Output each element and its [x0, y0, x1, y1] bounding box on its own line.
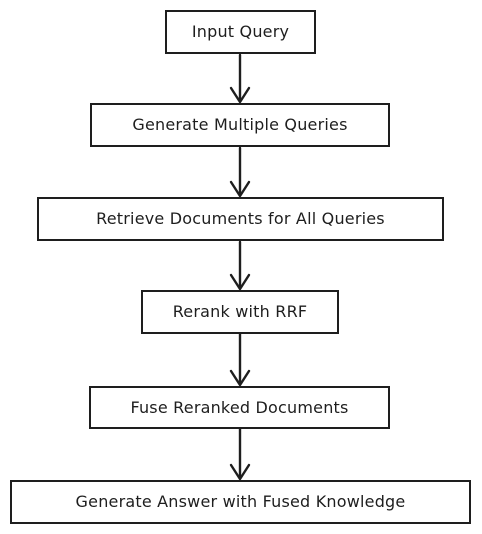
- node-generate-multiple-queries: Generate Multiple Queries: [90, 103, 390, 147]
- node-rerank-rrf: Rerank with RRF: [141, 290, 339, 334]
- arrow-generate-to-retrieve: [229, 146, 251, 198]
- arrow-fuse-to-answer: [229, 427, 251, 481]
- node-label: Fuse Reranked Documents: [130, 397, 349, 417]
- arrow-rerank-to-fuse: [229, 332, 251, 387]
- node-label: Rerank with RRF: [172, 302, 308, 321]
- arrow-input-to-generate: [229, 53, 251, 104]
- node-fuse-reranked-documents: Fuse Reranked Documents: [89, 386, 390, 429]
- node-label: Generate Multiple Queries: [132, 115, 348, 134]
- node-retrieve-documents: Retrieve Documents for All Queries: [37, 197, 444, 241]
- node-input-query: Input Query: [165, 10, 316, 54]
- arrow-retrieve-to-rerank: [229, 240, 251, 291]
- node-label: Input Query: [191, 22, 290, 41]
- node-label: Retrieve Documents for All Queries: [96, 209, 385, 228]
- node-label: Generate Answer with Fused Knowledge: [75, 492, 406, 511]
- node-generate-answer: Generate Answer with Fused Knowledge: [10, 480, 471, 524]
